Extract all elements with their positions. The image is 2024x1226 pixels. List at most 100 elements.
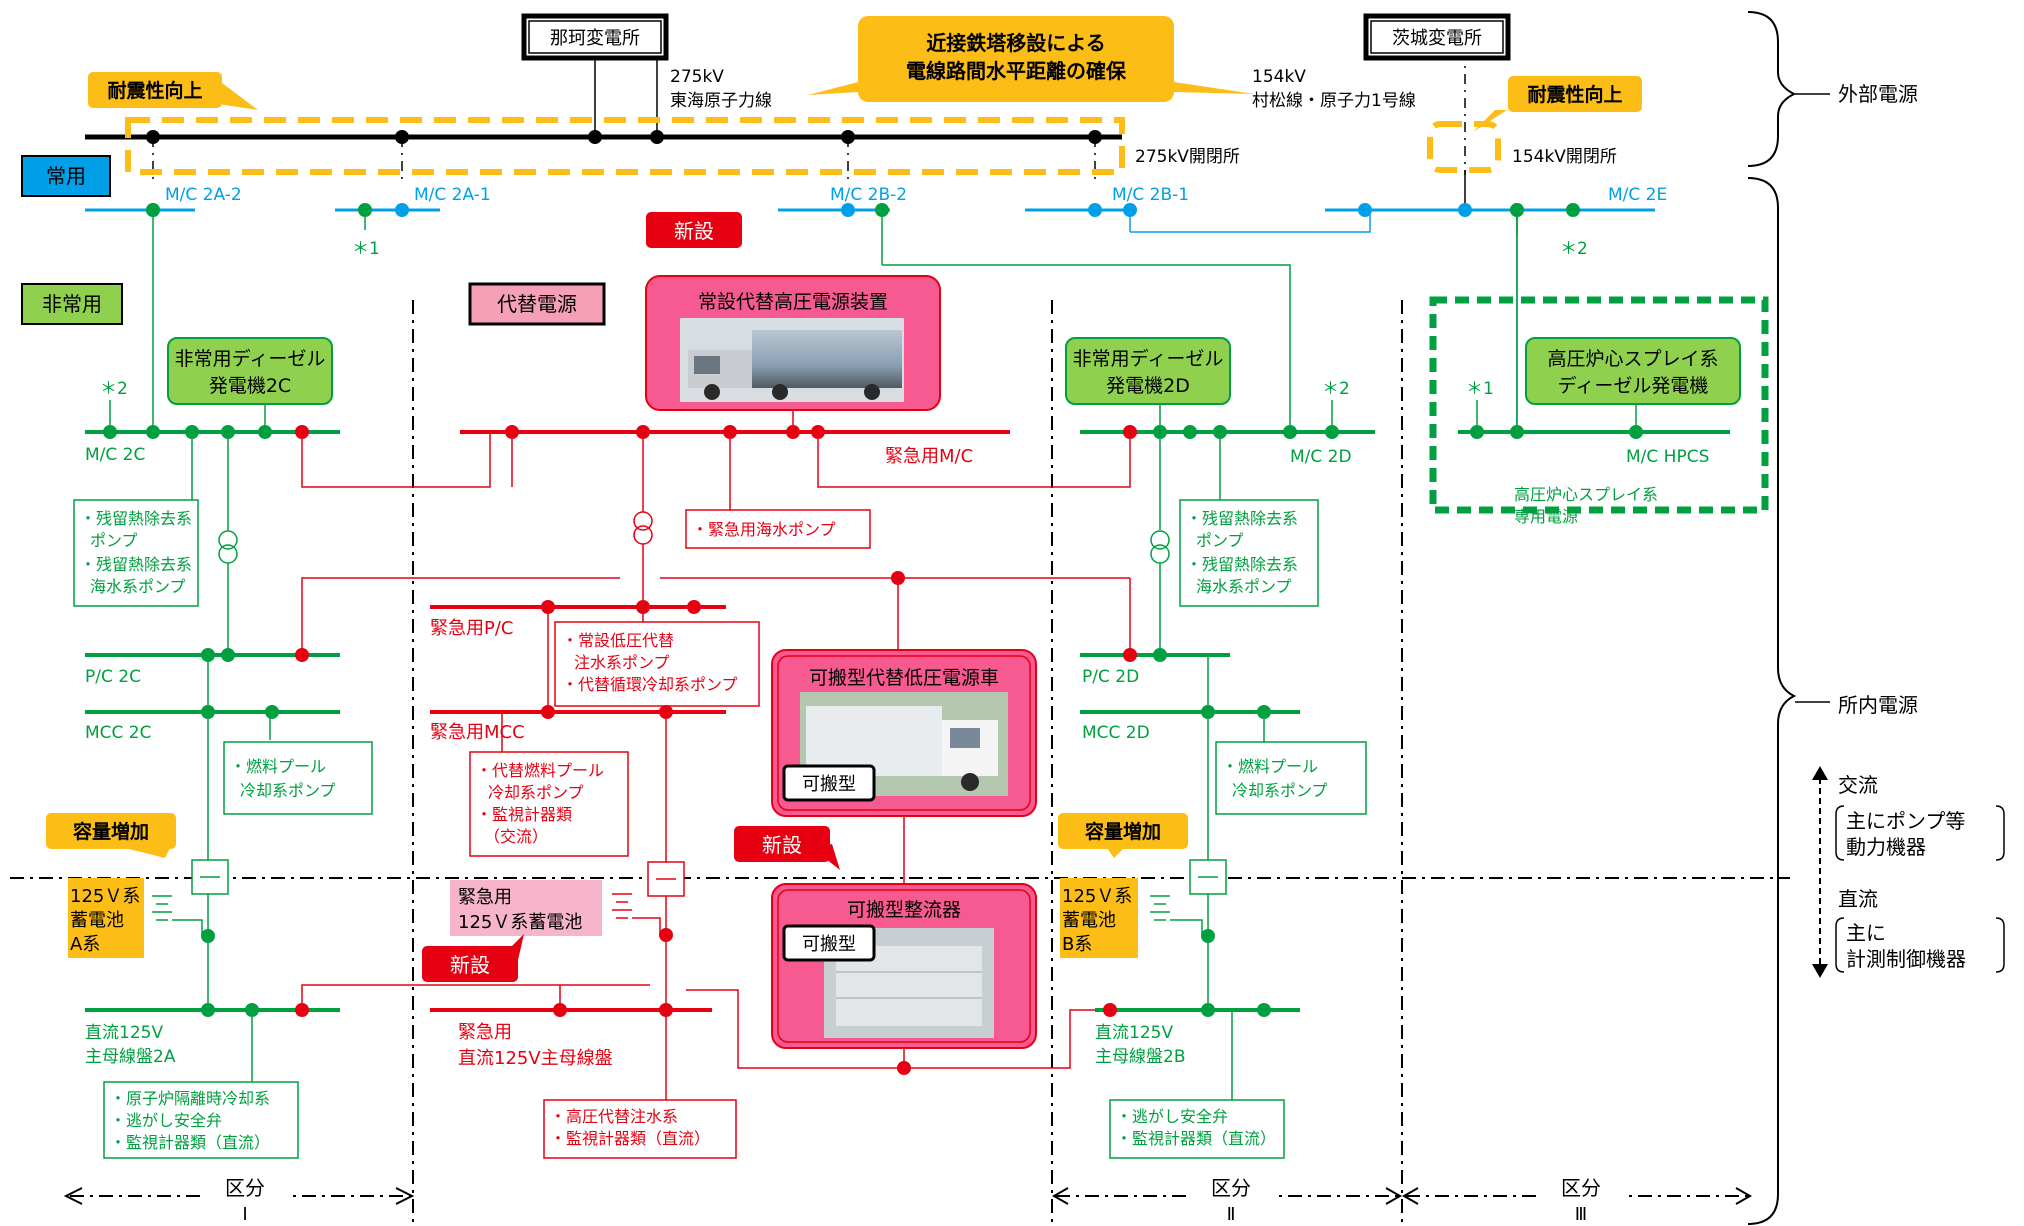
dg2d-label-1: 非常用ディーゼル bbox=[1073, 348, 1224, 370]
seismic-label-right: 耐震性向上 bbox=[1527, 83, 1622, 106]
division-1-label: 区分 bbox=[225, 1176, 265, 1200]
ac-dc-legend: 交流 主にポンプ等 動力機器 直流 主に 計測制御機器 bbox=[1812, 766, 2005, 978]
load-dc-a-1: ・原子炉隔離時冷却系 bbox=[110, 1089, 270, 1108]
bus-kpc: 緊急用P/C bbox=[430, 618, 514, 639]
seismic-label-left: 耐震性向上 bbox=[107, 79, 202, 102]
new-install-tag-mid bbox=[734, 826, 830, 862]
load-emergency-seawater: ・緊急用海水ポンプ bbox=[692, 520, 836, 539]
battery-b-1: 125Ｖ系 bbox=[1062, 886, 1132, 907]
load-dc-b-2: ・監視計器類（直流） bbox=[1116, 1129, 1276, 1148]
division-arrows bbox=[63, 1187, 1753, 1205]
load-kmcc-1: ・代替燃料プール bbox=[476, 761, 604, 780]
bus-mcc2d: MCC 2D bbox=[1082, 723, 1150, 743]
bus-dc2b-1: 直流125V bbox=[1095, 1023, 1173, 1043]
legend-dc-1: 主に bbox=[1846, 921, 1886, 945]
bus-mc2a1: M/C 2A-1 bbox=[414, 185, 491, 205]
label-alternate: 代替電源 bbox=[497, 292, 577, 316]
bus-mc2a2: M/C 2A-2 bbox=[165, 185, 242, 205]
legend-dc-2: 計測制御機器 bbox=[1846, 947, 1966, 971]
tokai-line-label: 東海原子力線 bbox=[670, 91, 772, 111]
ibaraki-substation-box bbox=[1363, 13, 1511, 61]
tower-relocation-callout bbox=[808, 16, 1254, 102]
new-install-label-mid: 新設 bbox=[762, 833, 802, 857]
new-install-tag-top bbox=[646, 212, 742, 248]
legend-dc: 直流 bbox=[1838, 887, 1878, 911]
load-kpc-2: 注水系ポンプ bbox=[574, 653, 670, 672]
battery-a-2: 蓄電池 bbox=[70, 910, 124, 931]
load-dc-b-1: ・逃がし安全弁 bbox=[1116, 1107, 1228, 1126]
bus-mcc2c: MCC 2C bbox=[85, 723, 152, 743]
division-1-numeral: Ⅰ bbox=[242, 1204, 247, 1225]
load-fp-d-2: 冷却系ポンプ bbox=[1232, 781, 1328, 800]
load-kmcc-4: （交流） bbox=[484, 827, 548, 846]
right-braces bbox=[1747, 11, 1797, 1225]
new-install-label-battery: 新設 bbox=[450, 953, 490, 977]
bus-kdc-1: 緊急用 bbox=[458, 1022, 512, 1043]
portable-label-2: 可搬型 bbox=[802, 934, 856, 955]
load-rhr-c-2: ポンプ bbox=[90, 531, 138, 550]
bus-mc2b1: M/C 2B-1 bbox=[1112, 185, 1189, 205]
label-external-power: 外部電源 bbox=[1838, 82, 1918, 106]
hv-truck-photo bbox=[680, 318, 904, 402]
note-star1-left: ＊1 bbox=[352, 239, 380, 259]
callout-line-1: 近接鉄塔移設による bbox=[926, 31, 1105, 55]
seismic-upgrade-154-box bbox=[1427, 121, 1501, 173]
division-2-label: 区分 bbox=[1211, 1176, 1251, 1200]
permanent-hv-power-label: 常設代替高圧電源装置 bbox=[698, 291, 888, 313]
load-rhr-c-4: 海水系ポンプ bbox=[90, 577, 186, 596]
normal-buses bbox=[85, 170, 1655, 212]
load-fp-c-1: ・燃料プール bbox=[230, 757, 326, 776]
division-2-numeral: Ⅱ bbox=[1227, 1204, 1236, 1225]
switchyard-275-label: 275kV開閉所 bbox=[1135, 147, 1240, 167]
load-kmcc-3: ・監視計器類 bbox=[476, 805, 572, 824]
load-fp-c-2: 冷却系ポンプ bbox=[240, 781, 336, 800]
dg2c-label-2: 発電機2C bbox=[209, 375, 291, 397]
capacity-tag-left bbox=[46, 813, 176, 849]
load-kdc-2: ・監視計器類（直流） bbox=[550, 1129, 710, 1148]
dg2d-label-2: 発電機2D bbox=[1106, 375, 1190, 397]
bus-dc2b-2: 主母線盤2B bbox=[1095, 1047, 1185, 1067]
legend-ac-2: 動力機器 bbox=[1846, 835, 1926, 859]
hpcs-dg-label-1: 高圧炉心スプレイ系 bbox=[1547, 348, 1718, 370]
note-star2-mid: ＊2 bbox=[1322, 379, 1350, 399]
hpcs-dedicated-box bbox=[1429, 296, 1769, 514]
division-3-numeral: Ⅲ bbox=[1575, 1204, 1587, 1225]
label-emergency-box bbox=[21, 283, 123, 325]
load-rhr-c-3: ・残留熱除去系 bbox=[80, 555, 192, 574]
label-normal: 常用 bbox=[46, 164, 86, 188]
portable-lv-truck-label: 可搬型代替低圧電源車 bbox=[809, 667, 999, 689]
callout-line-2: 電線路間水平距離の確保 bbox=[906, 59, 1127, 83]
capacity-label-left: 容量増加 bbox=[73, 820, 149, 843]
battery-b-3: B系 bbox=[1062, 934, 1092, 955]
bus-mc2d: M/C 2D bbox=[1290, 447, 1352, 467]
external-power-section bbox=[85, 48, 1466, 185]
load-rhr-d-1: ・残留熱除去系 bbox=[1186, 509, 1298, 528]
new-install-tag-battery bbox=[422, 946, 518, 982]
naka-substation-box bbox=[521, 13, 669, 61]
bus-kmcc: 緊急用MCC bbox=[430, 722, 525, 743]
muramatsu-line-label: 村松線・原子力1号線 bbox=[1252, 91, 1416, 111]
load-rhr-d-2: ポンプ bbox=[1196, 531, 1244, 550]
bus-kdc-2: 直流125V主母線盤 bbox=[458, 1048, 613, 1069]
emergency-battery-1: 緊急用 bbox=[458, 887, 512, 908]
load-dc-a-2: ・逃がし安全弁 bbox=[110, 1111, 222, 1130]
label-emergency: 非常用 bbox=[42, 292, 102, 316]
load-dc-a-3: ・監視計器類（直流） bbox=[110, 1133, 270, 1152]
load-kpc-3: ・代替循環冷却系ポンプ bbox=[562, 675, 738, 694]
load-kmcc-2: 冷却系ポンプ bbox=[488, 783, 584, 802]
dg2c-label-1: 非常用ディーゼル bbox=[175, 348, 326, 370]
naka-substation-label: 那珂変電所 bbox=[550, 28, 640, 49]
note-star2-left: ＊2 bbox=[100, 379, 128, 399]
legend-ac: 交流 bbox=[1838, 773, 1878, 797]
hpcs-zone-1: 高圧炉心スプレイ系 bbox=[1514, 485, 1658, 504]
alternate-power: 常設代替高圧電源装置 緊急用M/C ・緊急用海水ポンプ bbox=[422, 275, 1131, 1159]
portable-rectifier-label: 可搬型整流器 bbox=[847, 899, 961, 921]
bus-pc2d: P/C 2D bbox=[1082, 667, 1139, 687]
capacity-label-right: 容量増加 bbox=[1085, 820, 1161, 843]
note-star2-right: ＊2 bbox=[1560, 239, 1588, 259]
bus-pc2c: P/C 2C bbox=[85, 667, 141, 687]
legend-ac-1: 主にポンプ等 bbox=[1846, 809, 1965, 833]
ibaraki-substation-label: 茨城変電所 bbox=[1392, 28, 1482, 49]
battery-a-3: A系 bbox=[70, 934, 100, 955]
